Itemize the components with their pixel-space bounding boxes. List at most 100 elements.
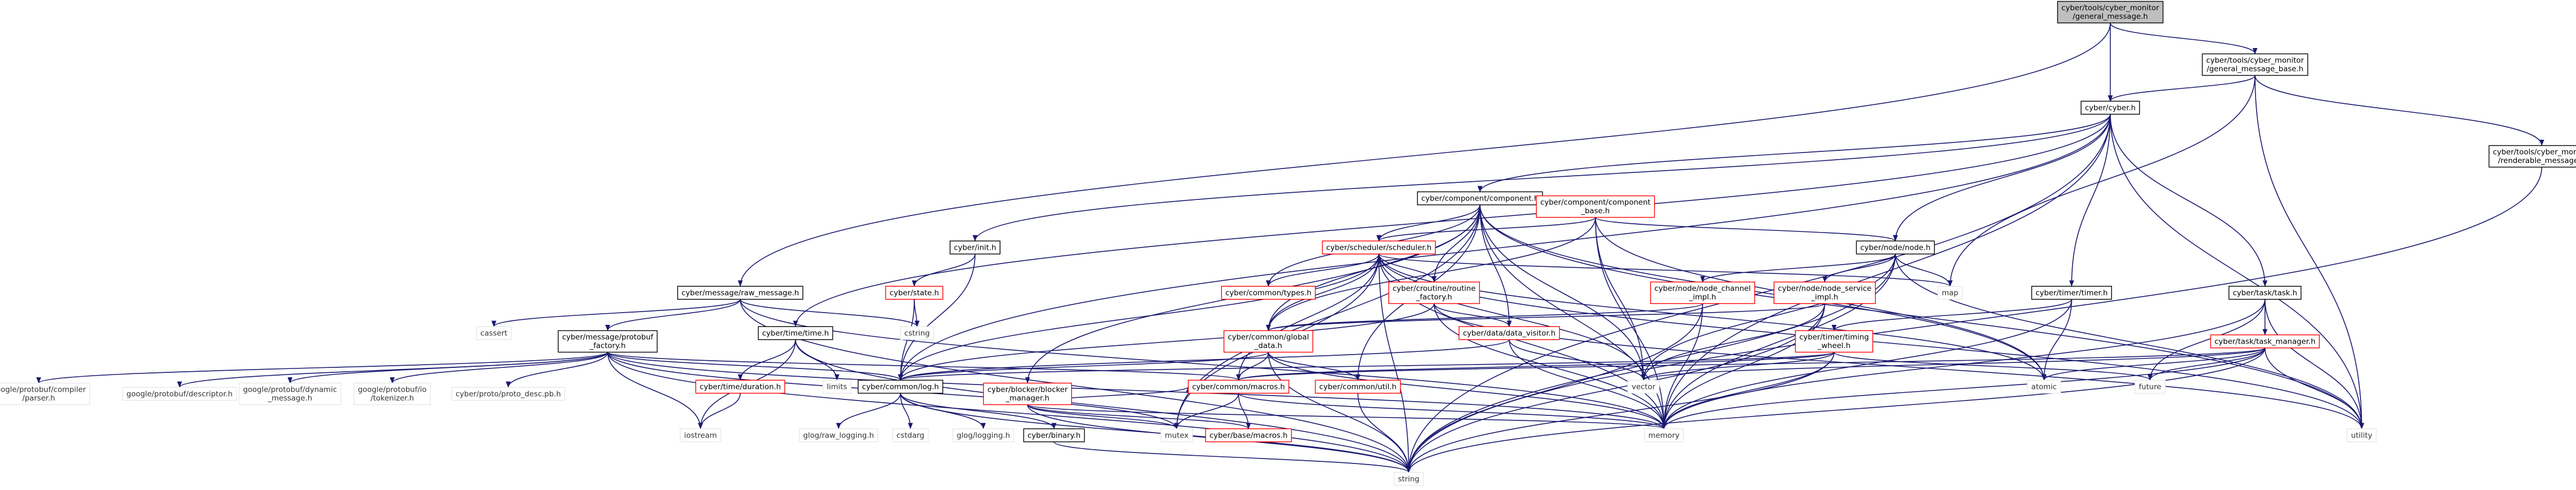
edge-gmb-to-cyber: [2108, 75, 2256, 102]
node-label: mutex: [1165, 431, 1188, 440]
node-label: _base.h: [1581, 207, 1610, 215]
edge-tm-to-vector: [1641, 347, 2266, 381]
node-rmsg[interactable]: cyber/tools/cyber_monitor/renderable_mes…: [2488, 145, 2576, 168]
node-box: [1321, 240, 1436, 255]
node-pbf[interactable]: cyber/message/protobuf_factory.h: [557, 330, 658, 353]
node-label: cyber/scheduler/scheduler.h: [1326, 243, 1432, 252]
node-box: [1223, 330, 1314, 353]
edge-comp-to-sched: [1376, 204, 1481, 241]
node-cstring: cstring: [900, 326, 934, 340]
node-box: [354, 382, 431, 405]
node-compbase[interactable]: cyber/component/component_base.h: [1536, 195, 1655, 218]
node-dur[interactable]: cyber/time/duration.h: [695, 380, 786, 394]
node-box: [1205, 428, 1292, 442]
edge-cyber-to-log: [898, 114, 2111, 381]
node-task[interactable]: cyber/task/task.h: [2228, 286, 2302, 300]
edge-gd-to-macros: [1236, 352, 1269, 381]
node-label: cyber/data/data_visitor.h: [1463, 329, 1556, 338]
edge-timer-to-tw: [1831, 299, 2072, 331]
node-label: cyber/binary.h: [1028, 431, 1081, 440]
node-label: cyber/common/global: [1228, 333, 1309, 342]
node-util[interactable]: cyber/common/util.h: [1315, 380, 1401, 394]
node-label: glog/raw_logging.h: [803, 431, 874, 440]
edge-comp-to-vector: [1479, 204, 1646, 381]
node-label: cyber/proto/proto_desc.pb.h: [456, 389, 561, 398]
node-string: string: [1393, 472, 1424, 486]
node-gpc: google/protobuf/compiler/parser.h: [0, 382, 91, 405]
node-label: /renderable_message.h: [2498, 156, 2576, 165]
node-box: [122, 387, 237, 401]
node-tw[interactable]: cyber/timer/timing_wheel.h: [1795, 330, 1873, 353]
edge-time-to-dur: [737, 339, 796, 381]
node-bm[interactable]: cyber/blocker/blocker_manager.h: [983, 382, 1072, 405]
edge-tm-to-macros: [1236, 347, 2266, 381]
edge-compbase-to-node: [1595, 217, 1898, 241]
node-label: cyber/node/node_channel: [1655, 284, 1751, 293]
node-cyber[interactable]: cyber/cyber.h: [2080, 101, 2140, 115]
edge-sched-to-atomic: [1378, 254, 2047, 381]
node-label: cyber/tools/cyber_monitor: [2493, 148, 2576, 157]
edge-sched-to-rf: [1378, 254, 1437, 283]
node-tm[interactable]: cyber/task/task_manager.h: [2210, 334, 2320, 349]
edge-rf-to-dv: [1434, 303, 1512, 327]
node-comp[interactable]: cyber/component/component.h: [1417, 191, 1543, 206]
node-binary[interactable]: cyber/binary.h: [1023, 428, 1085, 442]
node-raw[interactable]: cyber/message/raw_message.h: [677, 286, 804, 300]
node-nsi[interactable]: cyber/node/node_service_impl.h: [1773, 281, 1876, 304]
edge-nsi-to-gd: [1266, 303, 1825, 331]
edge-tm-to-string: [1406, 347, 2266, 473]
edge-node-to-map: [1895, 254, 1953, 287]
node-root[interactable]: cyber/tools/cyber_monitor/general_messag…: [2057, 1, 2164, 24]
node-init[interactable]: cyber/init.h: [950, 240, 1000, 255]
edge-time-to-string: [795, 339, 1411, 473]
node-types[interactable]: cyber/common/types.h: [1221, 286, 1316, 300]
node-label: _message.h: [267, 394, 312, 403]
node-box: [950, 240, 1000, 255]
node-timer[interactable]: cyber/timer/timer.h: [2031, 286, 2113, 300]
node-log[interactable]: cyber/common/log.h: [857, 380, 944, 394]
node-dv[interactable]: cyber/data/data_visitor.h: [1458, 326, 1560, 340]
node-atomic: atomic: [2027, 380, 2061, 394]
node-node[interactable]: cyber/node/node.h: [1856, 240, 1935, 255]
edge-init-to-log: [898, 254, 976, 381]
node-gmb[interactable]: cyber/tools/cyber_monitor/general_messag…: [2201, 53, 2309, 76]
node-label: cyber/task/task.h: [2233, 288, 2298, 297]
node-label: cyber/state.h: [889, 288, 939, 297]
edge-log-to-binary: [900, 393, 1057, 429]
node-nci[interactable]: cyber/node/node_channel_impl.h: [1650, 281, 1755, 304]
edge-sched-to-log: [898, 254, 1379, 381]
node-gd[interactable]: cyber/common/global_data.h: [1223, 330, 1314, 353]
edge-sched-to-vector: [1378, 254, 1646, 381]
edge-raw-to-memory: [740, 299, 1667, 429]
node-state[interactable]: cyber/state.h: [885, 286, 944, 300]
edge-tw-to-string: [1406, 352, 1835, 473]
node-label: google/protobuf/dynamic: [243, 386, 337, 394]
edge-cyber-to-timer: [2069, 114, 2111, 287]
node-box: [557, 330, 658, 353]
node-rf[interactable]: cyber/croutine/routine_factory.h: [1388, 281, 1480, 304]
edge-sched-to-types: [1266, 254, 1379, 287]
node-label: _manager.h: [1005, 394, 1049, 403]
node-macros[interactable]: cyber/common/macros.h: [1188, 380, 1289, 394]
node-label: cyber/message/protobuf: [562, 333, 654, 342]
edge-root-to-gmb: [2110, 23, 2258, 55]
node-box: [1650, 281, 1755, 304]
edge-compbase-to-vector: [1595, 217, 1646, 381]
node-label: _factory.h: [589, 341, 625, 350]
node-map: map: [1937, 286, 1963, 300]
edge-nci-to-string: [1406, 303, 1703, 473]
node-basemacros[interactable]: cyber/base/macros.h: [1205, 428, 1292, 442]
edge-cyber-to-memory: [1661, 114, 2111, 429]
node-time[interactable]: cyber/time/time.h: [757, 326, 834, 340]
node-sched[interactable]: cyber/scheduler/scheduler.h: [1321, 240, 1436, 255]
node-gpd: google/protobuf/descriptor.h: [122, 387, 237, 401]
node-label: google/protobuf/descriptor.h: [127, 389, 233, 398]
node-box: [2210, 334, 2320, 349]
node-vector: vector: [1627, 380, 1660, 394]
edge-node-to-memory: [1661, 254, 1896, 429]
edge-tm-to-memory: [1661, 347, 2266, 429]
edge-gmb-to-map: [1947, 75, 2256, 287]
edge-cyber-to-task: [2110, 114, 2268, 287]
